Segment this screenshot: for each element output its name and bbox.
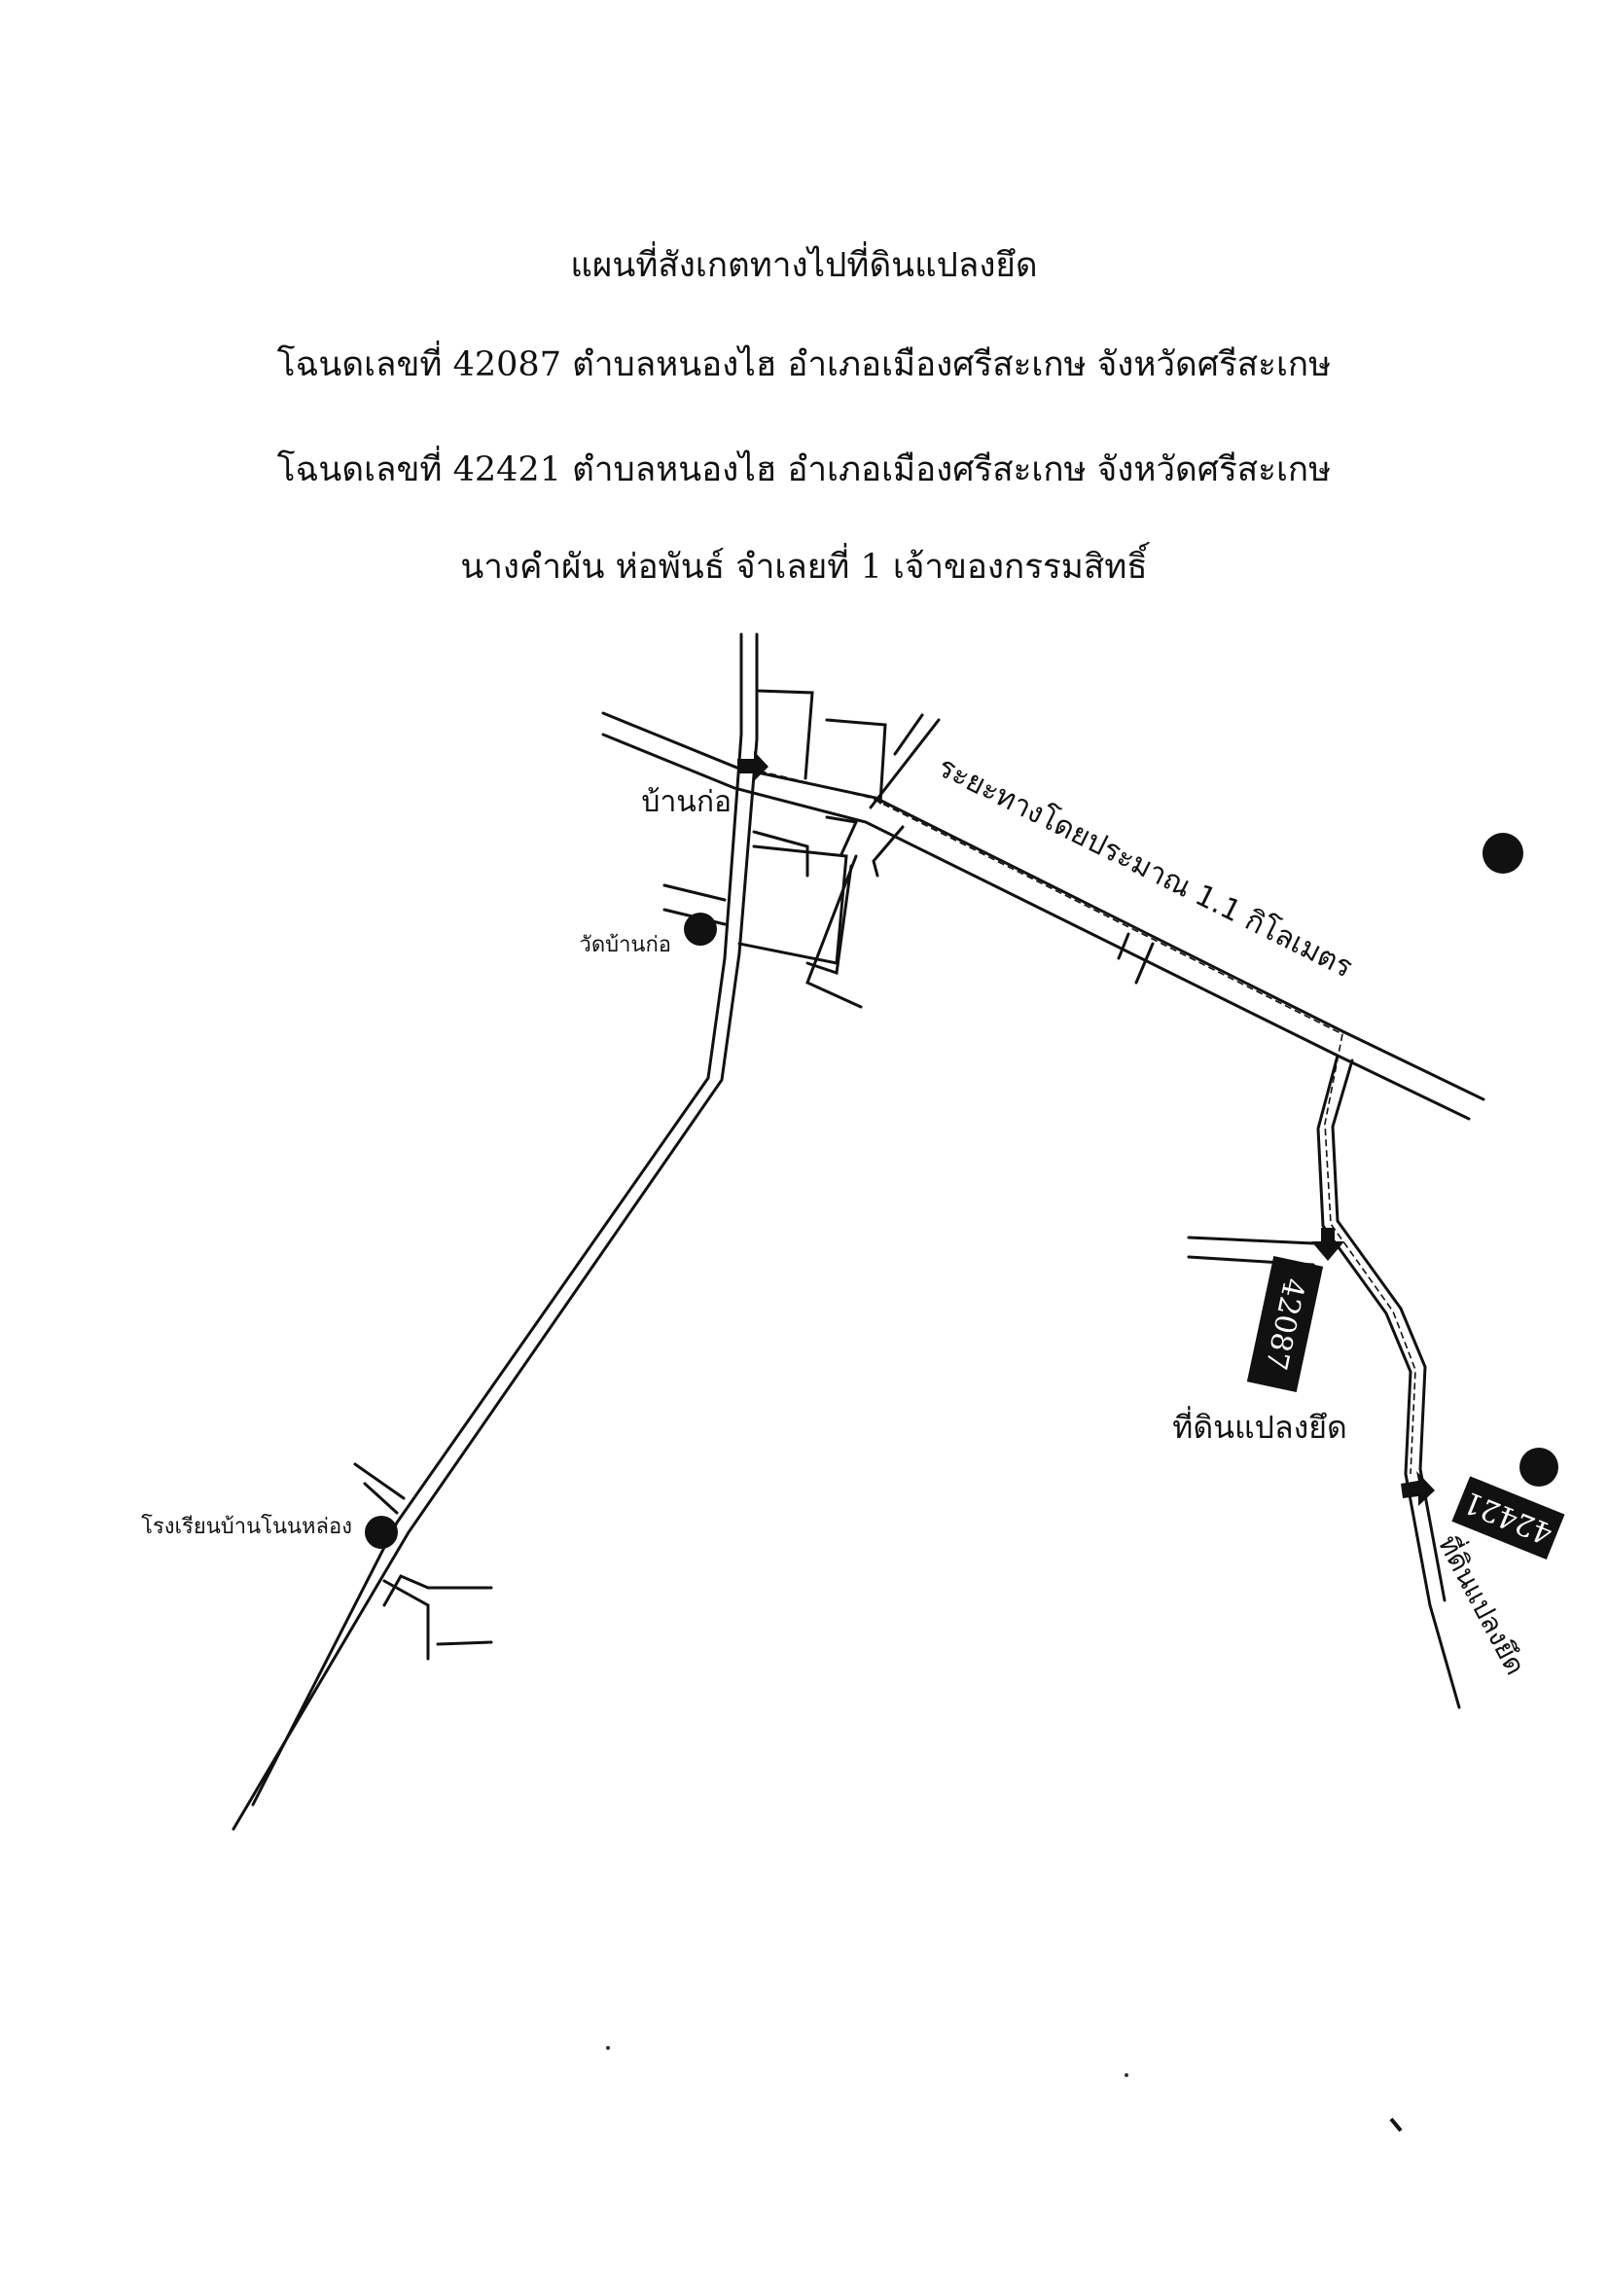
owner-line: นางคำผัน ห่อพันธ์ จำเลยที่ 1 เจ้าของกรรม… (460, 548, 1148, 587)
plot-42087: 42087 (1246, 1256, 1324, 1392)
distance-label: ระยะทางโดยประมาณ 1.1 กิโลเมตร (932, 749, 1358, 985)
school-label: โรงเรียนบ้านโนนหล่อง (141, 1514, 352, 1539)
temple-label: วัดบ้านก่อ (579, 933, 671, 957)
village-label: บ้านก่อ (641, 785, 732, 819)
temple-marker-icon (684, 913, 717, 946)
marker-dot-icon (1483, 833, 1523, 874)
school-marker-icon (365, 1516, 398, 1549)
deed-line-42087: โฉนดเลขที่ 42087 ตำบลหนองไฮ อำเภอเมืองศร… (276, 345, 1332, 384)
arrow-to-plot-42087-icon (1311, 1228, 1344, 1261)
arrow-to-plot-42421-icon (1401, 1471, 1435, 1506)
plot-42421-label: ที่ดินแปลงยึด (1432, 1528, 1535, 1680)
map-title: แผนที่สังเกตทางไปที่ดินแปลงยึด (570, 246, 1038, 285)
marker-dot-icon (1519, 1448, 1558, 1487)
deed-line-42421: โฉนดเลขที่ 42421 ตำบลหนองไฮ อำเภอเมืองศร… (276, 450, 1332, 489)
road-network (232, 632, 1485, 1831)
plot-42087-label: ที่ดินแปลงยึด (1172, 1406, 1346, 1446)
travel-route (748, 768, 1416, 1475)
start-arrow-icon (737, 751, 768, 781)
